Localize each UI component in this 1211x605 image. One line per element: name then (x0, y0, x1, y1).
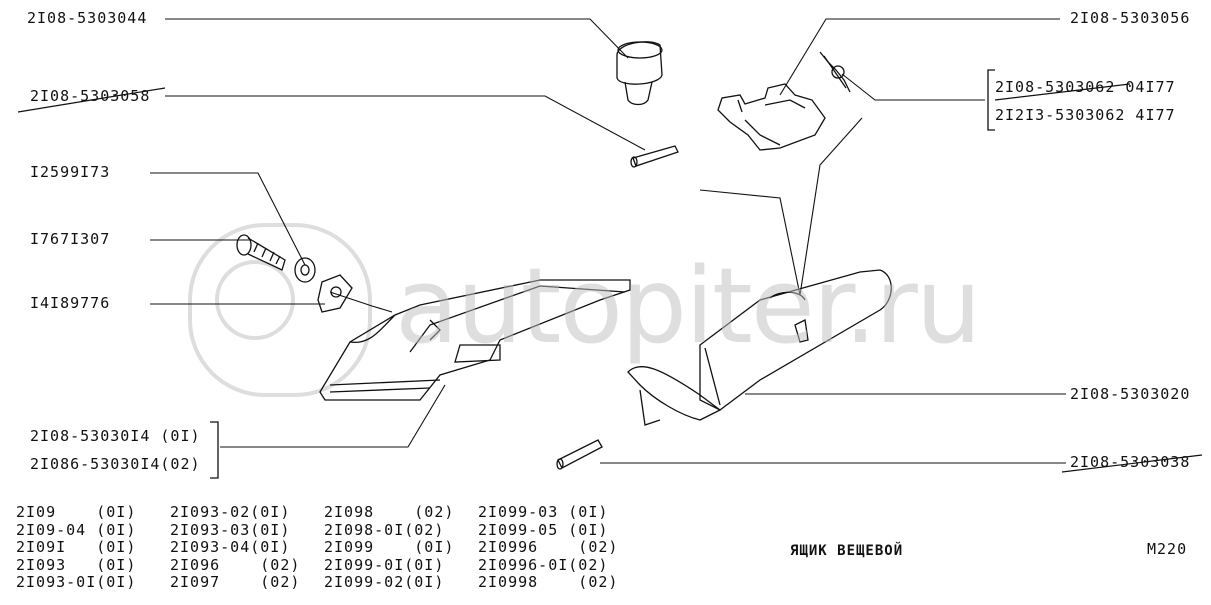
model-cell: 2I093-0I(0I) (16, 573, 137, 591)
part-label-pin-upper: 2I08-5303058 (30, 87, 151, 105)
part-label-spring-2: 2I2I3-5303062 4I77 (995, 106, 1176, 124)
table-row: 2I09-04 (0I) 2I093-03(0I) 2I098-0I(02) 2… (16, 520, 632, 540)
spring-part (819, 51, 851, 93)
glovebox-lid (319, 279, 631, 401)
part-label-screw: I767I307 (30, 230, 111, 248)
part-label-pin-lower: 2I08-5303038 (1070, 453, 1191, 471)
table-row: 2I093 (0I) 2I096 (02) 2I099-0I(0I) 2I099… (16, 555, 632, 575)
clip-nut-part (317, 274, 353, 313)
watermark-logo (188, 223, 372, 397)
part-label-body: 2I08-5303020 (1070, 385, 1191, 403)
model-cell: 2I096 (02) (170, 555, 301, 574)
part-label-washer: I2599I73 (30, 163, 111, 181)
leader-lines-left (150, 18, 646, 448)
model-cell: 2I093-02(0I) (170, 503, 291, 521)
washer-part (294, 257, 316, 283)
part-label-clip-nut: I4I89776 (30, 294, 111, 312)
model-cell: 2I0996-0I(02) (478, 555, 609, 574)
applicability-table: 2I09 (0I) 2I093-02(0I) 2I098 (02) 2I099-… (16, 503, 632, 592)
model-cell: 2I099-05 (0I) (478, 520, 609, 539)
table-row: 2I09 (0I) 2I093-02(0I) 2I098 (02) 2I099-… (16, 503, 632, 522)
model-cell: 2I093-04(0I) (170, 538, 291, 556)
pin-lower (556, 439, 603, 470)
model-cell: 2I093-03(0I) (170, 520, 291, 539)
model-cell: 2I099-0I(0I) (324, 555, 445, 574)
table-row: 2I093-0I(0I) 2I097 (02) 2I099-02(0I) 2I0… (16, 573, 632, 592)
table-row: 2I09I (0I) 2I093-04(0I) 2I099 (0I) 2I099… (16, 538, 632, 557)
part-label-lid-02: 2I086-53030I4(02) (30, 455, 201, 473)
model-cell: 2I093 (0I) (16, 555, 137, 574)
model-cell: 2I097 (02) (170, 573, 301, 591)
page-code: M220 (1147, 540, 1188, 558)
bracket-right (987, 69, 995, 131)
model-cell: 2I099 (0I) (324, 538, 455, 556)
model-cell: 2I099-02(0I) (324, 573, 445, 591)
diagram-title: ЯЩИК ВЕЩЕВОЙ (790, 543, 904, 559)
model-cell: 2I0998 (02) (478, 573, 619, 591)
model-cell: 2I0996 (02) (478, 538, 619, 556)
model-cell: 2I09 (0I) (16, 503, 137, 521)
part-label-latch: 2I08-5303056 (1070, 9, 1191, 27)
buffer-part (616, 41, 663, 106)
leader-lines-right (600, 18, 1066, 464)
part-label-lid-01: 2I08-53030I4 (0I) (30, 427, 201, 445)
model-cell: 2I098-0I(02) (324, 520, 445, 539)
part-label-spring-1: 2I08-5303062 04I77 (995, 78, 1176, 96)
glovebox-body (627, 269, 892, 426)
model-cell: 2I09I (0I) (16, 538, 137, 556)
pin-upper (630, 145, 679, 168)
bracket-left (210, 421, 219, 479)
strike-lines (17, 83, 1203, 473)
part-label-buffer: 2I08-5303044 (27, 9, 148, 27)
model-cell: 2I098 (02) (324, 503, 455, 521)
model-cell: 2I09-04 (0I) (16, 520, 137, 539)
latch-part (717, 83, 826, 151)
watermark-text: autopiter.ru (395, 245, 982, 367)
screw-part (236, 234, 286, 271)
model-cell: 2I099-03 (0I) (478, 503, 609, 521)
